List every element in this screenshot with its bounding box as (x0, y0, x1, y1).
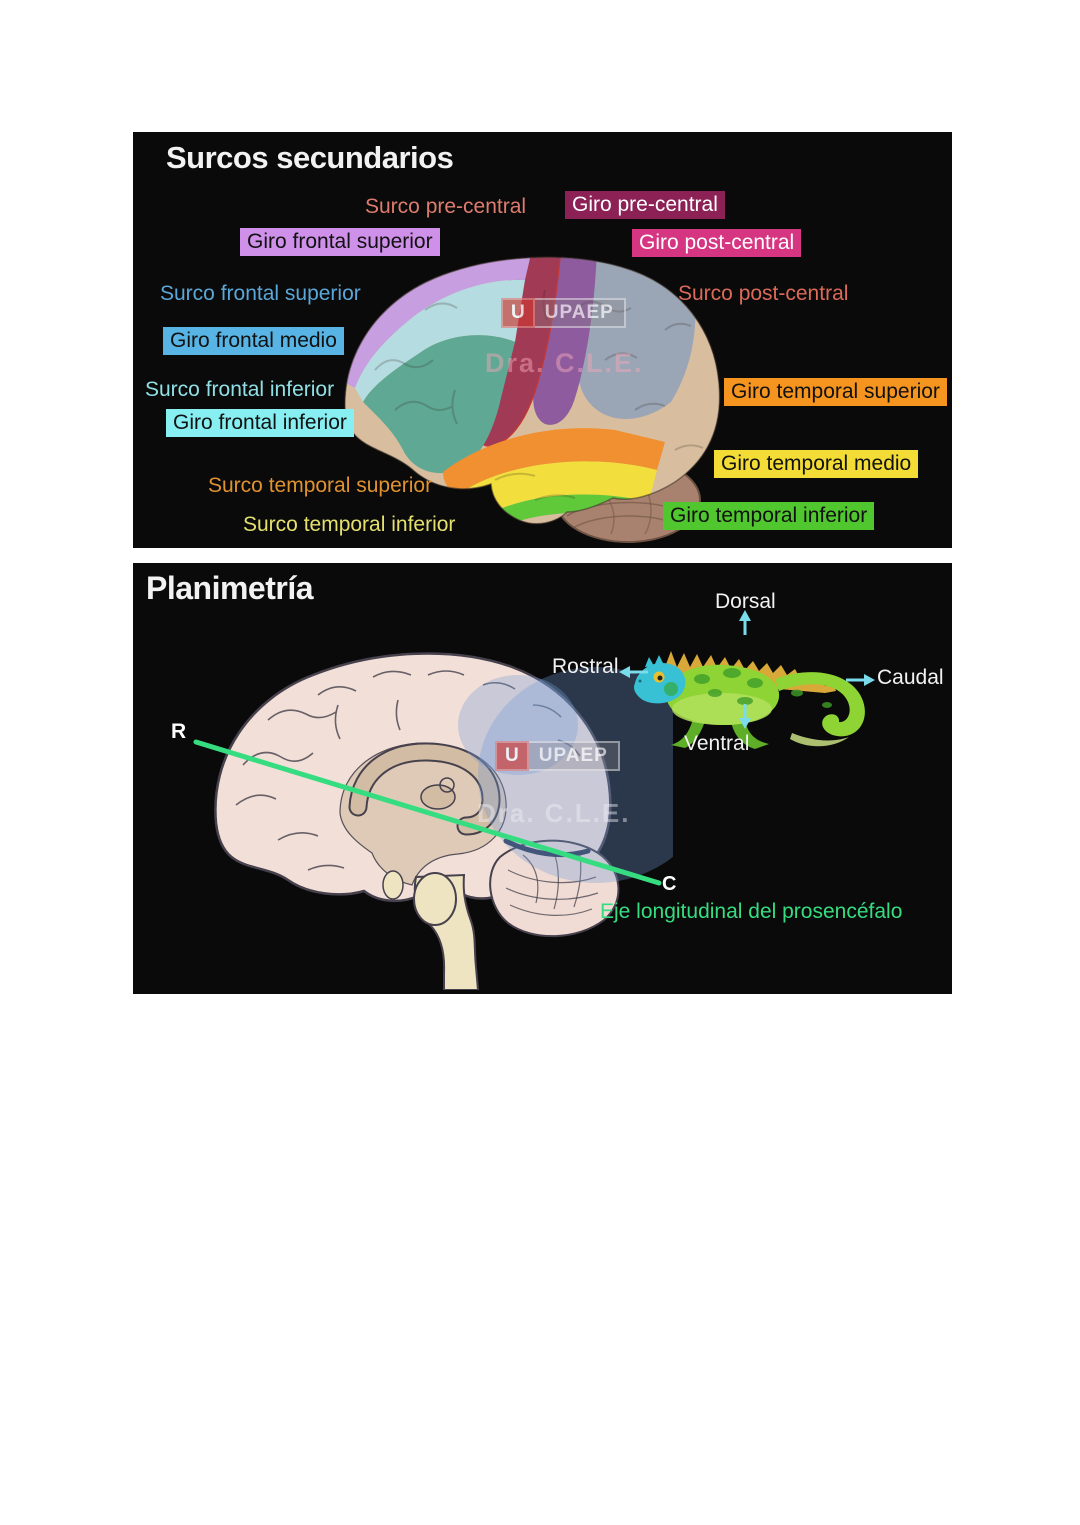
thalamus (420, 784, 456, 810)
axis-label-c: C (662, 873, 677, 895)
iguana-back-leg (731, 719, 769, 749)
middle-frontal-region (355, 279, 525, 402)
direction-dorsal: Dorsal (715, 590, 776, 613)
iguana-patches (694, 668, 832, 708)
label-surco-frontal-superior: Surco frontal superior (160, 282, 361, 305)
iguana-front-leg (671, 719, 705, 748)
credit-watermark: Dra. C.L.E. (477, 798, 631, 828)
middle-temporal-region (464, 461, 657, 518)
label-giro-pre-central: Giro pre-central (565, 191, 725, 219)
upaep-logo-icon: U (495, 741, 529, 771)
iguana-illustration (634, 651, 865, 749)
iguana-cheek (664, 682, 678, 696)
label-giro-frontal-superior: Giro frontal superior (240, 228, 440, 256)
postcentral-region (533, 257, 597, 425)
label-surco-temporal-inferior: Surco temporal inferior (243, 513, 456, 536)
axis-caption: Eje longitudinal del prosencéfalo (600, 900, 903, 923)
upaep-brand-text: UPAEP (534, 298, 626, 328)
dorsal-arrow-icon (739, 610, 751, 635)
upaep-logo-icon: U (501, 298, 535, 328)
iguana-tail-fin (790, 733, 849, 747)
iguana-nostril (638, 679, 642, 683)
label-giro-frontal-inferior: Giro frontal inferior (166, 409, 354, 437)
lateral-brain-illustration (344, 256, 721, 543)
ventral-arrow-icon (739, 704, 751, 729)
axis-label-r: R (171, 720, 187, 743)
slide1-title: Surcos secundarios (166, 140, 454, 175)
direction-rostral: Rostral (552, 655, 619, 678)
label-giro-temporal-superior: Giro temporal superior (724, 378, 947, 406)
upaep-watermark: U UPAEP (495, 741, 620, 771)
slide-surcos-secundarios: Surcos secundarios (133, 132, 952, 548)
label-surco-temporal-superior: Surco temporal superior (208, 474, 433, 497)
iguana-head-crest (645, 655, 664, 667)
superior-frontal-region (344, 257, 531, 388)
uncus (382, 870, 404, 900)
label-giro-frontal-medio: Giro frontal medio (163, 327, 344, 355)
label-giro-post-central: Giro post-central (632, 229, 802, 257)
label-surco-pre-central: Surco pre-central (365, 195, 527, 218)
slide-planimetria: Planimetría (133, 563, 952, 994)
rostral-arrow-icon (619, 666, 648, 678)
upaep-watermark: U UPAEP (501, 298, 626, 328)
superior-temporal-region (443, 428, 665, 492)
label-surco-frontal-inferior: Surco frontal inferior (145, 378, 335, 401)
brain-outline (344, 256, 721, 525)
label-surco-post-central: Surco post-central (678, 282, 849, 305)
pons (413, 872, 457, 926)
inferior-frontal-region (363, 335, 515, 474)
iguana-tail (775, 672, 865, 737)
upaep-brand-text: UPAEP (528, 741, 620, 771)
iguana-belly (672, 693, 772, 725)
credit-watermark: Dra. C.L.E. (485, 348, 644, 378)
direction-ventral: Ventral (684, 732, 750, 755)
caudal-arrow-icon (846, 674, 875, 686)
slide2-title: Planimetría (146, 570, 314, 606)
iguana-pupil (657, 675, 663, 681)
label-giro-temporal-inferior: Giro temporal inferior (663, 502, 875, 530)
gyri-lines (374, 289, 704, 501)
label-giro-temporal-medio: Giro temporal medio (714, 450, 919, 478)
direction-caudal: Caudal (877, 666, 944, 689)
